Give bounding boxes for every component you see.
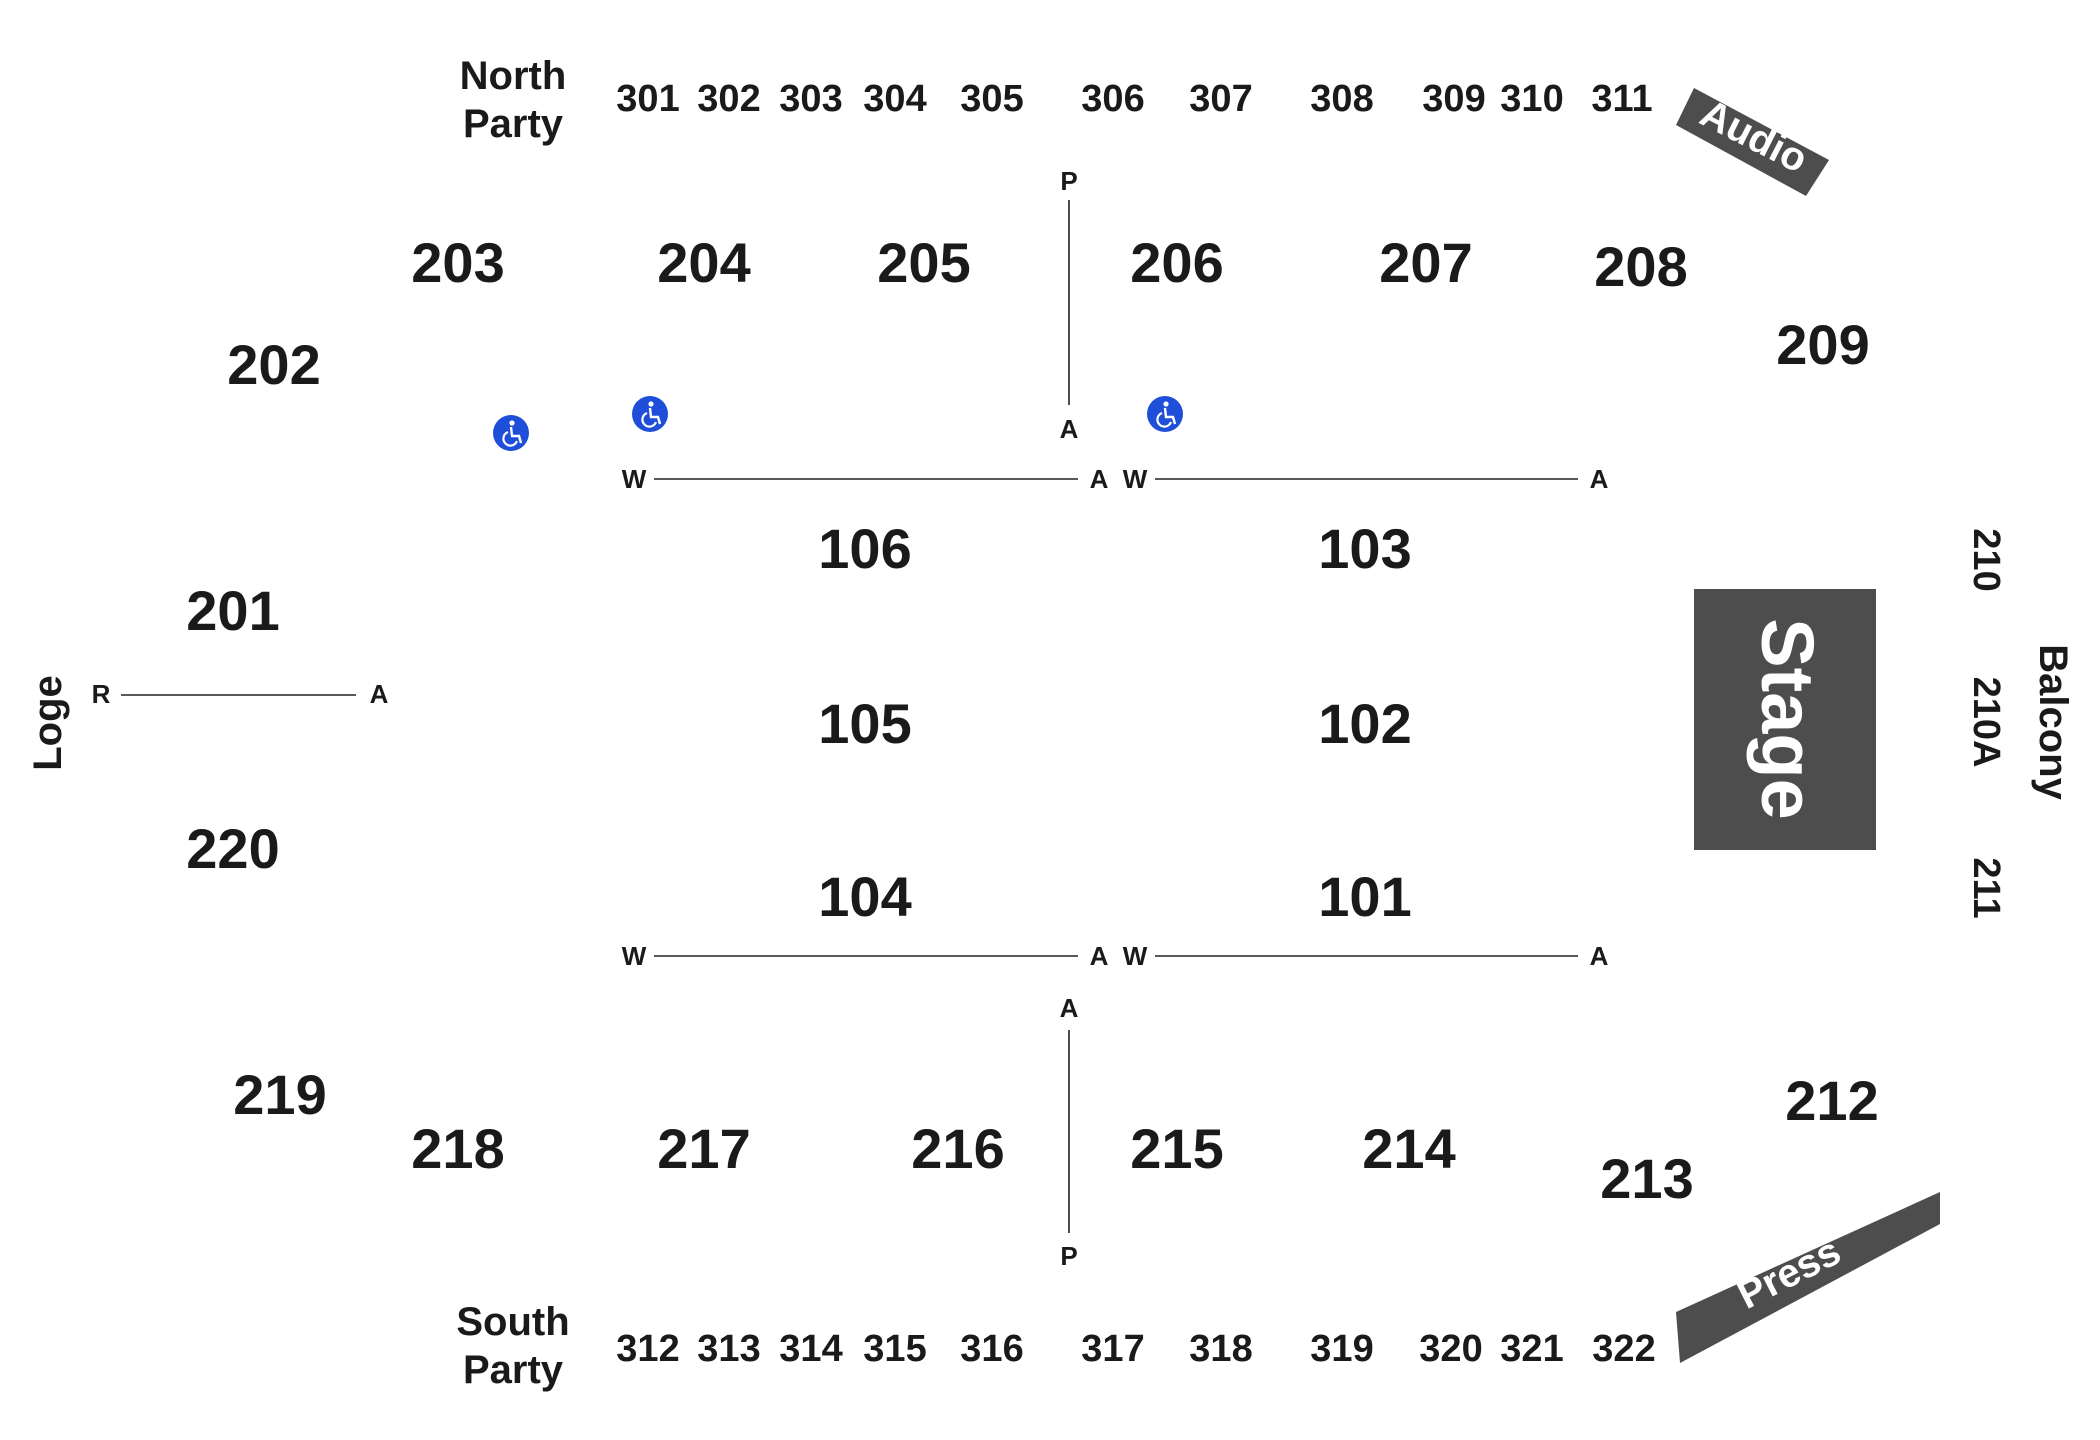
- section-203[interactable]: 203: [411, 231, 504, 294]
- section-208[interactable]: 208: [1594, 235, 1687, 298]
- wheelchair-icon: [632, 396, 668, 432]
- section-215[interactable]: 215: [1130, 1117, 1223, 1180]
- section-211[interactable]: 211: [1965, 857, 2007, 918]
- section-214[interactable]: 214: [1362, 1117, 1455, 1180]
- section-309[interactable]: 309: [1422, 78, 1485, 120]
- section-218[interactable]: 218: [411, 1117, 504, 1180]
- section-310[interactable]: 310: [1500, 78, 1563, 120]
- south-party-label-line2: Party: [463, 1348, 564, 1392]
- section-213[interactable]: 213: [1600, 1147, 1693, 1210]
- section-102[interactable]: 102: [1318, 692, 1411, 755]
- section-210[interactable]: 210: [1965, 528, 2007, 591]
- row-label-a-top-vertical: A: [1060, 414, 1079, 444]
- stage-label: Stage: [1746, 618, 1829, 820]
- row-label-p-bottom: P: [1060, 1241, 1077, 1271]
- section-202[interactable]: 202: [227, 333, 320, 396]
- wheelchair-icon: [1147, 396, 1183, 432]
- section-305[interactable]: 305: [960, 78, 1023, 120]
- row-label-r-loge: R: [92, 679, 111, 709]
- section-216[interactable]: 216: [911, 1117, 1004, 1180]
- section-301[interactable]: 301: [616, 78, 679, 120]
- press-booth: Press: [1676, 1192, 1940, 1363]
- section-201[interactable]: 201: [186, 579, 279, 642]
- section-316[interactable]: 316: [960, 1328, 1023, 1370]
- section-103[interactable]: 103: [1318, 517, 1411, 580]
- section-105[interactable]: 105: [818, 692, 911, 755]
- section-207[interactable]: 207: [1379, 231, 1472, 294]
- section-220[interactable]: 220: [186, 817, 279, 880]
- section-311[interactable]: 311: [1591, 78, 1652, 120]
- south-party-label-line1: South: [456, 1300, 569, 1344]
- section-317[interactable]: 317: [1081, 1328, 1144, 1370]
- section-307[interactable]: 307: [1189, 78, 1252, 120]
- section-302[interactable]: 302: [697, 78, 760, 120]
- row-label-w-low-right: W: [1123, 941, 1148, 971]
- audio-label: Audio: [1693, 91, 1814, 182]
- row-label-a-low-left: A: [1090, 941, 1109, 971]
- section-322[interactable]: 322: [1592, 1328, 1655, 1370]
- balcony-label: Balcony: [2031, 644, 2075, 800]
- section-217[interactable]: 217: [657, 1117, 750, 1180]
- section-312[interactable]: 312: [616, 1328, 679, 1370]
- section-303[interactable]: 303: [779, 78, 842, 120]
- section-204[interactable]: 204: [657, 231, 750, 294]
- section-304[interactable]: 304: [863, 78, 926, 120]
- row-label-a-mid-right: A: [1590, 464, 1609, 494]
- row-label-a-low-right: A: [1590, 941, 1609, 971]
- row-label-a-loge: A: [370, 679, 389, 709]
- section-212[interactable]: 212: [1785, 1069, 1878, 1132]
- section-315[interactable]: 315: [863, 1328, 926, 1370]
- section-313[interactable]: 313: [697, 1328, 760, 1370]
- section-206[interactable]: 206: [1130, 231, 1223, 294]
- section-209[interactable]: 209: [1776, 313, 1869, 376]
- wheelchair-icon: [493, 415, 529, 451]
- audio-booth: Audio: [1676, 88, 1829, 196]
- section-104[interactable]: 104: [818, 865, 911, 928]
- loge-label: Loge: [26, 675, 70, 771]
- section-219[interactable]: 219: [233, 1063, 326, 1126]
- section-106[interactable]: 106: [818, 517, 911, 580]
- section-318[interactable]: 318: [1189, 1328, 1252, 1370]
- section-210a[interactable]: 210A: [1965, 677, 2007, 768]
- section-320[interactable]: 320: [1419, 1328, 1482, 1370]
- row-label-p-top: P: [1060, 166, 1077, 196]
- section-321[interactable]: 321: [1500, 1328, 1563, 1370]
- north-party-label-line2: Party: [463, 102, 564, 146]
- audio-booth-shape: [1676, 88, 1829, 196]
- section-205[interactable]: 205: [877, 231, 970, 294]
- press-booth-shape: [1676, 1192, 1940, 1363]
- row-label-w-mid-left: W: [622, 464, 647, 494]
- section-314[interactable]: 314: [779, 1328, 842, 1370]
- north-party-label-line1: North: [460, 54, 567, 98]
- row-label-a-mid-left: A: [1090, 464, 1109, 494]
- stage-shape: [1694, 589, 1876, 850]
- row-label-w-low-left: W: [622, 941, 647, 971]
- section-101[interactable]: 101: [1318, 865, 1411, 928]
- section-308[interactable]: 308: [1310, 78, 1373, 120]
- row-label-w-mid-right: W: [1123, 464, 1148, 494]
- section-306[interactable]: 306: [1081, 78, 1144, 120]
- stage: Stage: [1694, 589, 1876, 850]
- row-label-a-bottom-vertical: A: [1060, 993, 1079, 1023]
- section-319[interactable]: 319: [1310, 1328, 1373, 1370]
